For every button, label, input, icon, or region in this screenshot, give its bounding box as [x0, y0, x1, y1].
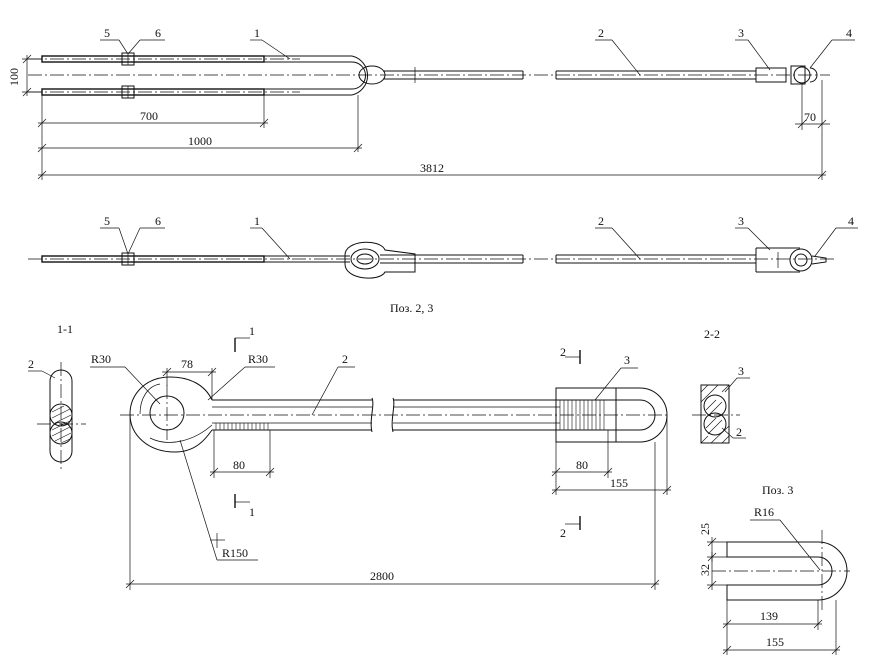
- cut-1-top: 1: [249, 324, 255, 338]
- title-poz23: Поз. 2, 3: [390, 301, 433, 315]
- section-2-2-label-2: 2: [736, 425, 742, 439]
- rod-pos1-lower: [41, 88, 352, 96]
- dim-100: 100: [7, 68, 21, 86]
- dim-r30-right: R30: [248, 352, 268, 366]
- dim-r150: R150: [222, 546, 248, 560]
- section-2-2: 2-2 3 2: [692, 327, 750, 444]
- label-pos2-side: 2: [598, 214, 604, 228]
- rod-pos1-upper: [41, 55, 352, 63]
- label-pos5-top: 5: [104, 26, 110, 40]
- title-poz3: Поз. 3: [762, 483, 793, 497]
- section-1-1: 1-1 2: [28, 322, 86, 470]
- label-pos1-side: 1: [254, 214, 260, 228]
- section-2-2-label-3: 3: [738, 364, 744, 378]
- cut-1-bottom: 1: [249, 505, 255, 519]
- label-pos3-side: 3: [738, 214, 744, 228]
- dim-r16: R16: [754, 505, 774, 519]
- dim-70: 70: [804, 110, 816, 124]
- section-1-1-label-2: 2: [28, 357, 34, 371]
- label-pos2-detail: 2: [342, 352, 348, 366]
- poz3-detail: Поз. 3 R16 25 32 139 155: [698, 483, 850, 655]
- pos2-detail: 1 1 2 2 R30 78 R30 2 3: [90, 324, 672, 590]
- top-view: 5 6 1 2 3 4 100 700 1000: [7, 26, 855, 180]
- dim-32: 32: [698, 564, 712, 576]
- section-2-2-title: 2-2: [704, 327, 720, 341]
- label-pos3-top: 3: [738, 26, 744, 40]
- label-pos2-top: 2: [598, 26, 604, 40]
- label-pos4-side: 4: [848, 214, 854, 228]
- dim-700: 700: [140, 109, 158, 123]
- side-view: 5 6 1 2 3 4: [28, 214, 858, 279]
- dim-155: 155: [610, 476, 628, 490]
- dim-r30-left: R30: [91, 352, 111, 366]
- label-pos6-top: 6: [155, 26, 161, 40]
- cut-2-bottom: 2: [560, 526, 566, 540]
- label-pos6-side: 6: [155, 214, 161, 228]
- label-pos4-top: 4: [846, 26, 852, 40]
- dim-80-left: 80: [233, 458, 245, 472]
- label-pos1-top: 1: [254, 26, 260, 40]
- label-pos5-side: 5: [104, 214, 110, 228]
- dim-25: 25: [698, 523, 712, 535]
- dim-80-right: 80: [576, 458, 588, 472]
- cut-2-top: 2: [560, 345, 566, 359]
- dim-2800: 2800: [370, 569, 394, 583]
- dim-78: 78: [181, 357, 193, 371]
- dim-155-poz3: 155: [766, 635, 784, 649]
- dim-1000: 1000: [188, 134, 212, 148]
- label-pos3-detail: 3: [624, 353, 630, 367]
- section-1-1-title: 1-1: [57, 322, 73, 336]
- dim-3812: 3812: [420, 161, 444, 175]
- dim-139: 139: [760, 609, 778, 623]
